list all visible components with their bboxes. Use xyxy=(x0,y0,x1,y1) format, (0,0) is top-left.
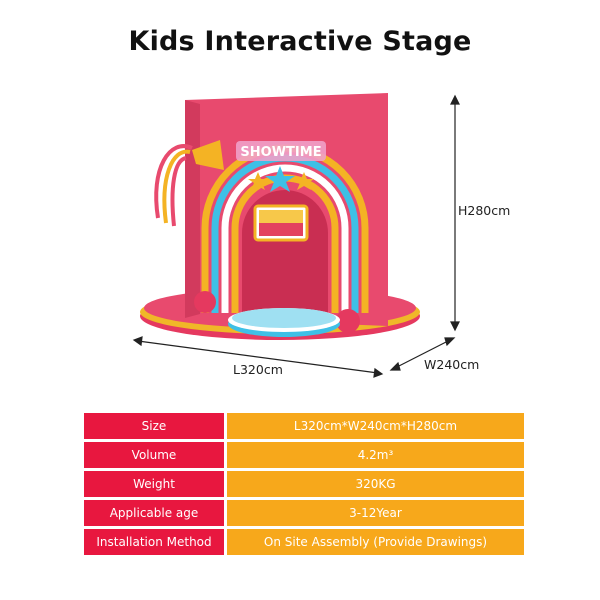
stage-sign: SHOWTIME xyxy=(240,145,321,160)
table-row: Installation Method On Site Assembly (Pr… xyxy=(84,529,524,555)
ball-decoration xyxy=(194,291,216,313)
spec-value-installation: On Site Assembly (Provide Drawings) xyxy=(224,529,524,555)
table-row: Size L320cm*W240cm*H280cm xyxy=(84,413,524,439)
width-label: W240cm xyxy=(424,357,480,372)
stage-screen xyxy=(253,204,309,242)
spec-value-volume: 4.2m³ xyxy=(224,442,524,468)
small-stage xyxy=(228,308,340,337)
spec-value-age: 3-12Year xyxy=(224,500,524,526)
specs-table: Size L320cm*W240cm*H280cm Volume 4.2m³ W… xyxy=(84,410,524,558)
spec-value-weight: 320KG xyxy=(224,471,524,497)
table-row: Weight 320KG xyxy=(84,471,524,497)
stars-decoration xyxy=(248,166,314,192)
spec-label-age: Applicable age xyxy=(84,500,224,526)
megaphone xyxy=(192,140,224,170)
spec-label-installation: Installation Method xyxy=(84,529,224,555)
table-row: Volume 4.2m³ xyxy=(84,442,524,468)
page-title: Kids Interactive Stage xyxy=(128,26,472,57)
ball-decoration xyxy=(336,309,360,333)
length-label: L320cm xyxy=(233,362,283,377)
table-row: Applicable age 3-12Year xyxy=(84,500,524,526)
dimension-lines xyxy=(132,94,460,378)
spec-value-size: L320cm*W240cm*H280cm xyxy=(224,413,524,439)
spec-label-volume: Volume xyxy=(84,442,224,468)
stage-illustration: SHOWTIME xyxy=(132,93,460,378)
height-label: H280cm xyxy=(458,203,511,218)
spec-label-weight: Weight xyxy=(84,471,224,497)
spec-label-size: Size xyxy=(84,413,224,439)
ribbon-decoration xyxy=(154,144,193,227)
